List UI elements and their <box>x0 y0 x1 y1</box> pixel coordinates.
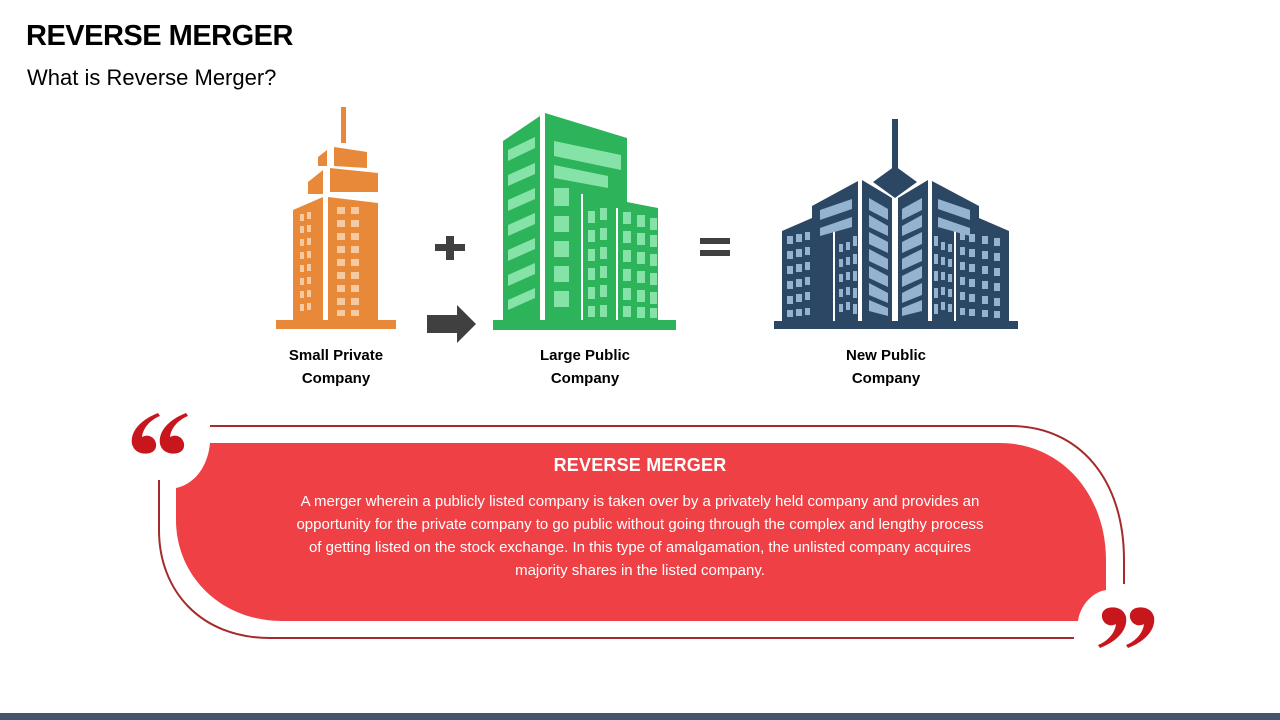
open-quote-icon <box>131 413 188 454</box>
arrow-right-icon <box>427 305 476 343</box>
large-building-icon <box>493 113 676 330</box>
caption-large-public-company: Large Public Company <box>495 344 675 390</box>
small-building-icon <box>276 107 396 329</box>
plus-icon <box>435 236 465 260</box>
close-quote-icon <box>1098 607 1155 648</box>
page-subtitle: What is Reverse Merger? <box>27 65 277 90</box>
definition-heading: REVERSE MERGER <box>553 455 727 475</box>
caption-small-private-company: Small Private Company <box>246 344 426 390</box>
page-title: REVERSE MERGER <box>26 20 293 52</box>
caption-line2: Company <box>550 370 620 387</box>
caption-line1: Large Public <box>539 347 631 364</box>
equals-icon <box>700 238 730 256</box>
caption-line1: New Public <box>845 347 927 364</box>
caption-line2: Company <box>301 370 371 387</box>
definition-body: A merger wherein a publicly listed compa… <box>296 493 984 579</box>
caption-line2: Company <box>851 370 921 387</box>
new-building-icon <box>774 119 1018 329</box>
footer-bar <box>0 713 1280 720</box>
caption-line1: Small Private <box>288 347 384 364</box>
caption-new-public-company: New Public Company <box>796 344 976 390</box>
definition-text: REVERSE MERGER A merger wherein a public… <box>290 455 990 582</box>
